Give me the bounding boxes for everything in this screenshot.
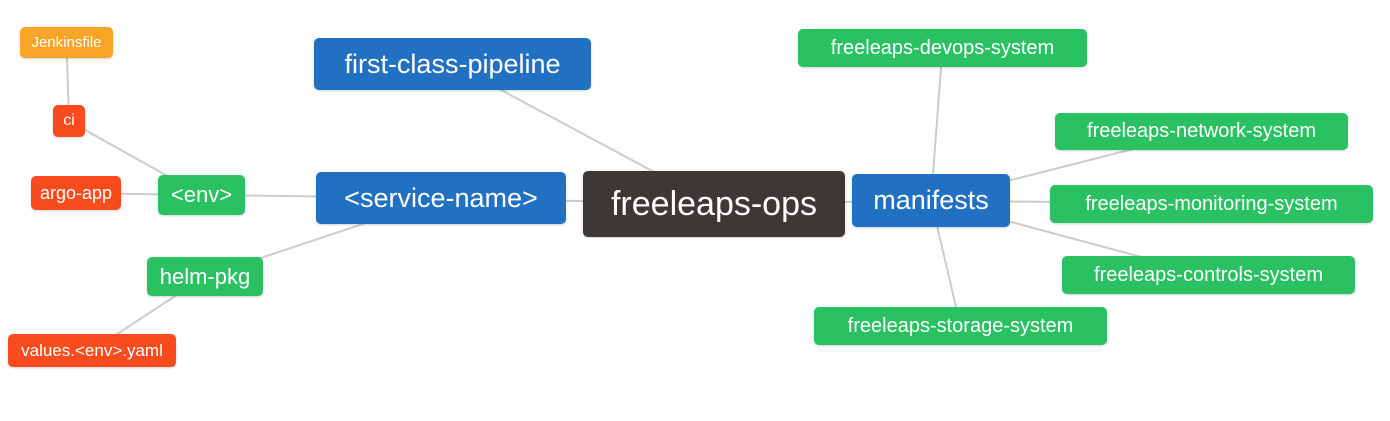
node-helm-pkg[interactable]: helm-pkg xyxy=(147,257,263,296)
node-freeleaps-devops-system[interactable]: freeleaps-devops-system xyxy=(798,29,1087,67)
node-manifests[interactable]: manifests xyxy=(852,174,1010,227)
node-freeleaps-network-system[interactable]: freeleaps-network-system xyxy=(1055,113,1348,150)
node-freeleaps-ops[interactable]: freeleaps-ops xyxy=(583,171,845,237)
node-values-env-yaml[interactable]: values.<env>.yaml xyxy=(8,334,176,367)
node-first-class-pipeline[interactable]: first-class-pipeline xyxy=(314,38,591,90)
node-ci[interactable]: ci xyxy=(53,105,85,137)
node-freeleaps-storage-system[interactable]: freeleaps-storage-system xyxy=(814,307,1107,345)
node-env[interactable]: <env> xyxy=(158,175,245,215)
node-argo-app[interactable]: argo-app xyxy=(31,176,121,210)
node-jenkinsfile[interactable]: Jenkinsfile xyxy=(20,27,113,58)
node-freeleaps-controls-system[interactable]: freeleaps-controls-system xyxy=(1062,256,1355,294)
node-service-name[interactable]: <service-name> xyxy=(316,172,566,224)
node-freeleaps-monitoring-system[interactable]: freeleaps-monitoring-system xyxy=(1050,185,1373,223)
